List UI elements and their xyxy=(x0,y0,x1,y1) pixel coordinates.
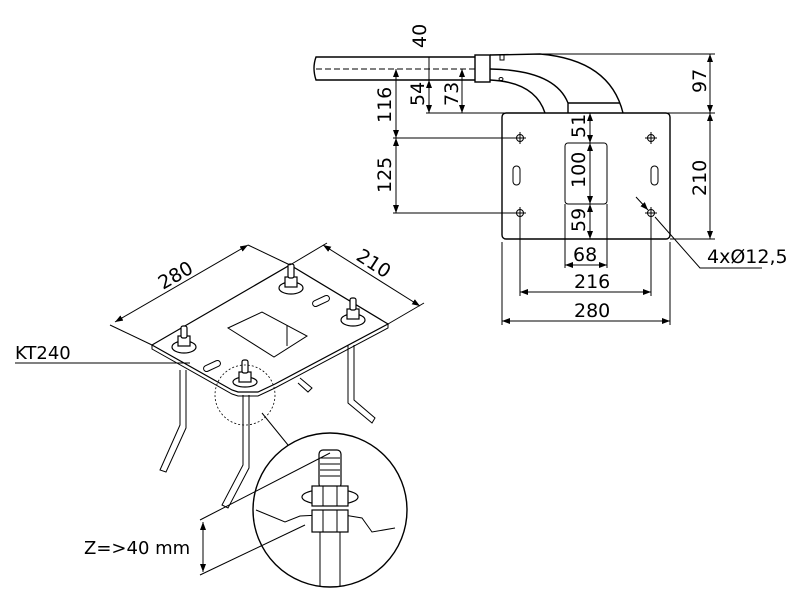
base-plate xyxy=(501,112,671,240)
iso-dim-280-label: 280 xyxy=(155,257,197,294)
part-label-text: KT240 xyxy=(15,343,71,364)
iso-center-hole xyxy=(226,311,308,358)
vertical-dimensions xyxy=(393,54,713,239)
dim-125-label: 125 xyxy=(374,157,396,193)
dim-280-label: 280 xyxy=(574,300,610,322)
top-view: 40 54 73 116 125 97 210 51 100 59 68 216… xyxy=(313,24,788,325)
dim-116-label: 116 xyxy=(374,87,396,123)
dim-73-label: 73 xyxy=(441,82,463,106)
dim-100-label: 100 xyxy=(568,152,590,188)
dim-97-label: 97 xyxy=(689,69,711,93)
dim-54-label: 54 xyxy=(407,82,429,106)
z-note-label: Z=>40 mm xyxy=(84,538,190,559)
iso-view: 280 210 KT240 xyxy=(15,242,425,588)
detail-callout: Z=>40 mm xyxy=(84,364,408,588)
hole-note-label: 4xØ12,5 xyxy=(707,246,788,268)
part-label: KT240 xyxy=(15,343,190,364)
dim-68-label: 68 xyxy=(573,244,597,266)
dim-216-label: 216 xyxy=(574,271,610,293)
horizontal-dimensions: 68 216 280 xyxy=(502,244,670,324)
mounting-holes xyxy=(514,132,657,219)
bolt xyxy=(278,263,304,295)
hole-callout: 4xØ12,5 xyxy=(635,196,788,269)
detail-bolt xyxy=(255,449,396,586)
dim-210-label: 210 xyxy=(689,160,711,196)
curved-bracket xyxy=(489,53,624,114)
vertical-dimension-labels: 40 54 73 116 125 97 210 51 100 59 xyxy=(374,24,711,232)
dim-40-label: 40 xyxy=(409,24,431,48)
bolt xyxy=(171,325,197,354)
dim-59-label: 59 xyxy=(568,208,590,232)
arm-tube xyxy=(313,54,491,83)
bolt xyxy=(232,359,258,388)
anchor-legs xyxy=(159,345,376,509)
dim-51-label: 51 xyxy=(568,114,590,138)
extension-lines xyxy=(393,53,715,325)
